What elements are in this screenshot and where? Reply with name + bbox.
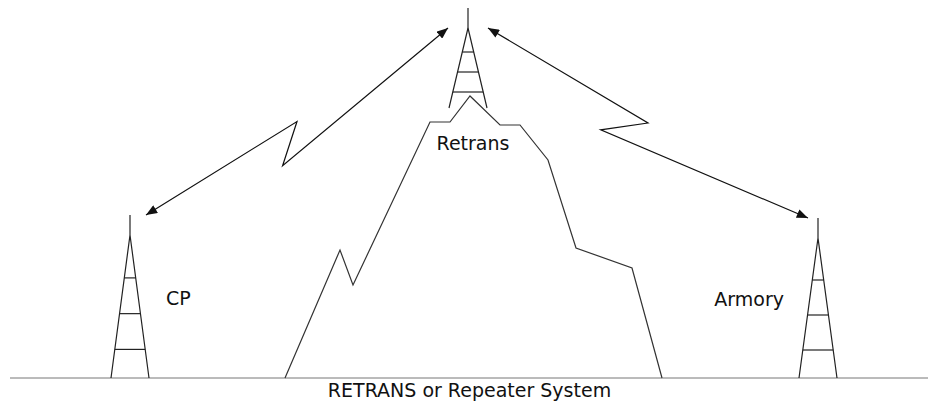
site-label: Retrans (435, 132, 512, 154)
radio-link-arrow (146, 28, 448, 215)
figure-caption: RETRANS or Repeater System (0, 379, 939, 401)
ground-line (10, 378, 928, 379)
radio-tower: CP (110, 215, 150, 378)
tower-symbol (448, 8, 488, 108)
site-label: CP (164, 287, 193, 309)
mountain-outline (285, 96, 662, 378)
radio-tower: Armory (798, 218, 838, 378)
tower-symbol (798, 218, 838, 378)
tower-symbol (110, 215, 150, 378)
site-label: Armory (712, 288, 786, 310)
radio-link-arrow (488, 28, 808, 218)
radio-tower: Retrans (448, 8, 488, 108)
